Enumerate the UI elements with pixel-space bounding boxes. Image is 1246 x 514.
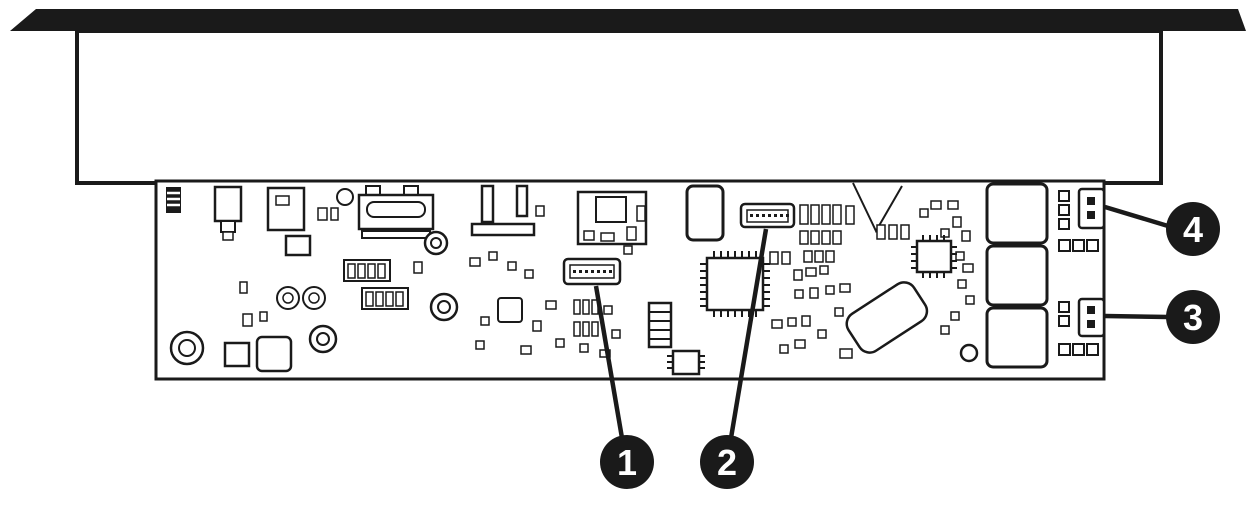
callout-3: 3 bbox=[1104, 290, 1220, 344]
callout-4-label: 4 bbox=[1183, 209, 1203, 250]
callout-3-label: 3 bbox=[1183, 297, 1203, 338]
callout-1: 1 bbox=[593, 285, 654, 489]
callout-1-leader bbox=[593, 285, 625, 439]
callout-2-label: 2 bbox=[717, 442, 737, 483]
callout-4-leader bbox=[1104, 204, 1169, 229]
callout-1-badge bbox=[600, 435, 654, 489]
connector-4 bbox=[1077, 187, 1106, 230]
display-panel-back bbox=[75, 29, 1163, 185]
callout-4-badge bbox=[1166, 202, 1220, 256]
callout-3-leader bbox=[1104, 313, 1169, 320]
connector-3 bbox=[1077, 297, 1106, 338]
callout-2: 2 bbox=[700, 228, 769, 489]
tilted-component bbox=[839, 281, 929, 359]
callout-1-label: 1 bbox=[617, 442, 637, 483]
panel-cable-line bbox=[852, 182, 903, 234]
bezel-top-edge bbox=[10, 9, 1246, 31]
pcb-components bbox=[166, 184, 1099, 376]
connector-1 bbox=[562, 257, 622, 286]
callout-2-leader bbox=[728, 228, 769, 439]
callout-2-badge bbox=[700, 435, 754, 489]
secondary-ic bbox=[911, 235, 957, 278]
card-slots bbox=[985, 182, 1049, 369]
connector-2 bbox=[739, 202, 796, 229]
callout-3-badge bbox=[1166, 290, 1220, 344]
callout-4: 4 bbox=[1104, 202, 1220, 256]
